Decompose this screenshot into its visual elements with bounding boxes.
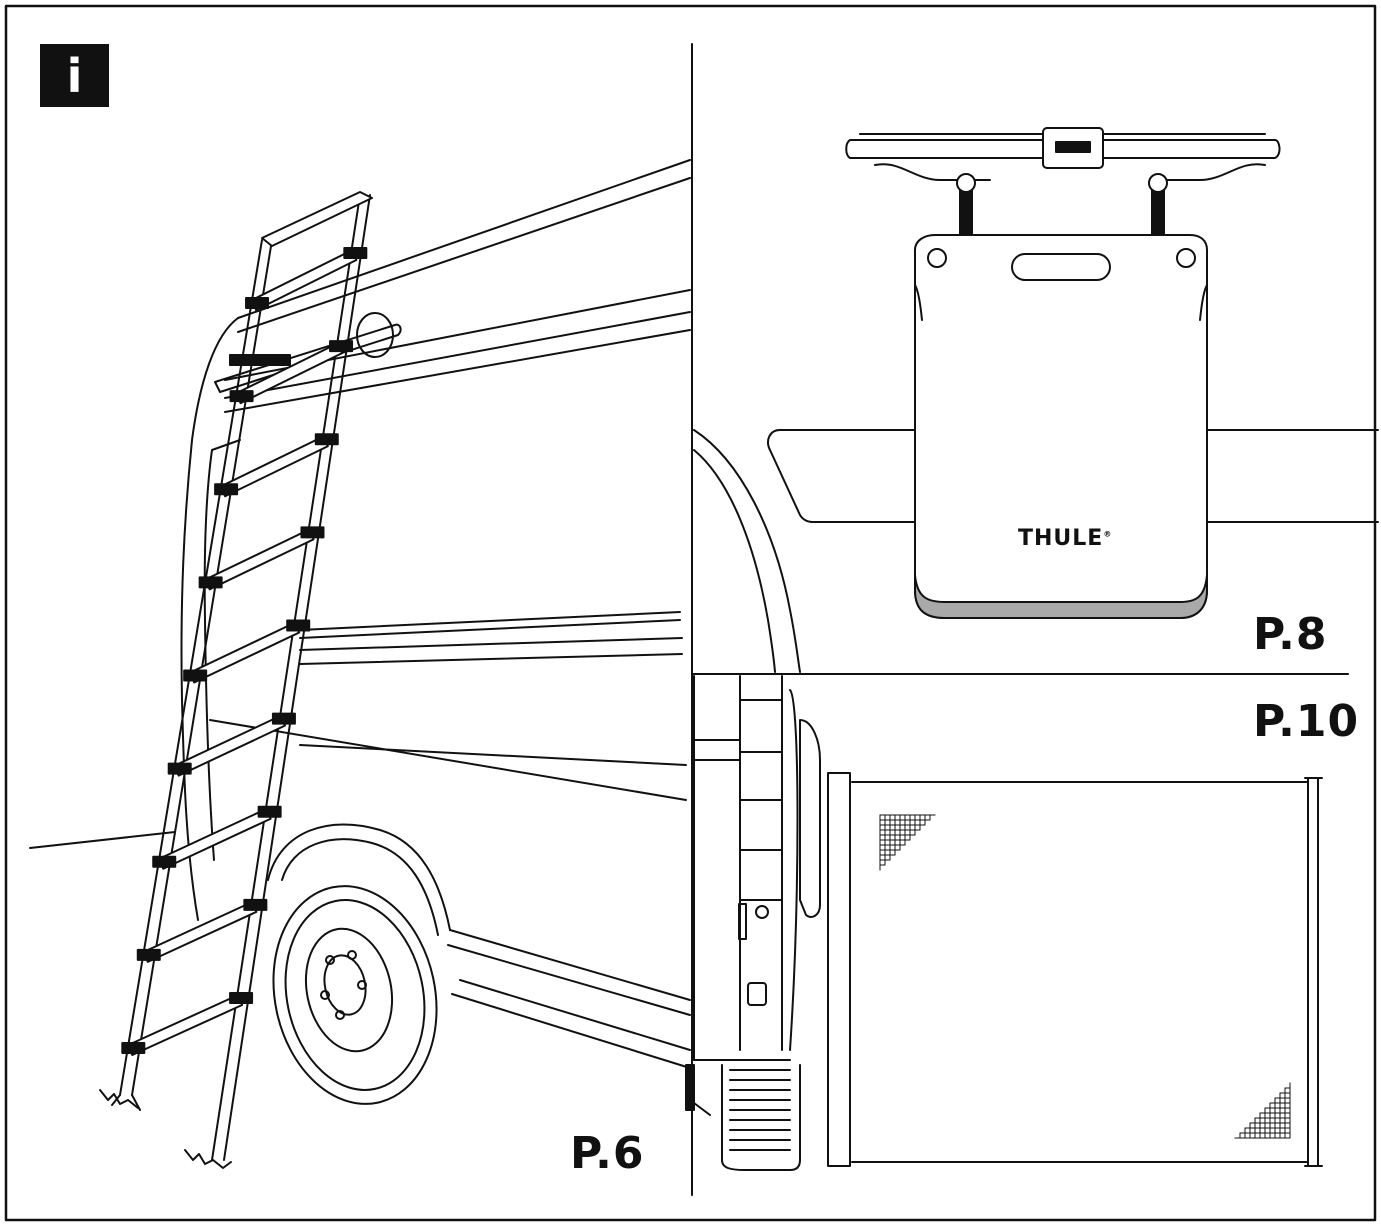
ladder-rungs [121, 247, 368, 1056]
van-ladder-illustration [29, 159, 711, 1169]
screen-illustration [693, 675, 1323, 1171]
ladder-rung [152, 805, 282, 870]
page-ref-p10: P.10 [1253, 696, 1360, 747]
page-border [4, 4, 1377, 1222]
bin-illustration [693, 127, 1379, 673]
ladder-rung [183, 619, 311, 684]
info-icon: i [66, 48, 83, 103]
ladder-rung [214, 433, 339, 498]
ladder-rung [167, 712, 296, 777]
ladder-rung [198, 526, 325, 591]
info-badge: i [40, 44, 109, 107]
ladder-rung [229, 340, 354, 405]
thule-logo: THULE® [1018, 526, 1113, 551]
page-ref-p8: P.8 [1253, 609, 1328, 660]
ladder-rung [121, 992, 254, 1056]
thule-logo-text: THULE [1018, 526, 1104, 551]
page-ref-p6: P.6 [570, 1128, 645, 1179]
ladder-rung [136, 898, 268, 963]
ladder-rung [245, 247, 368, 311]
mesh-corners [879, 814, 1291, 1139]
